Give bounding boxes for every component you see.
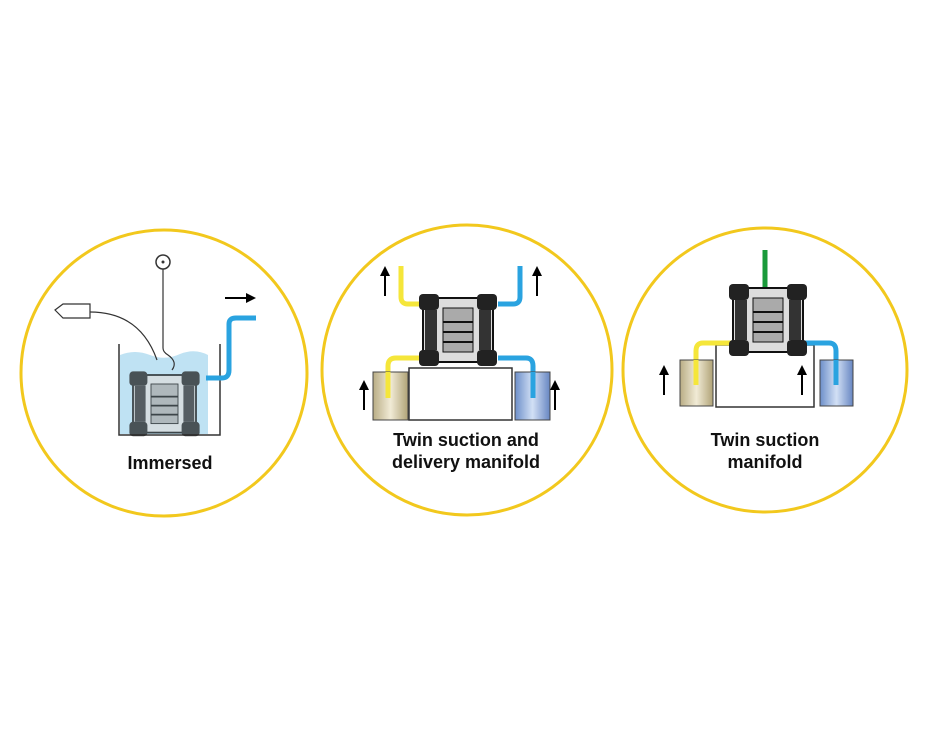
discharge-pipe — [206, 315, 256, 381]
panel-label-line-1: Twin suction and — [393, 430, 539, 450]
panel-twin-suction-delivery: Twin suction and delivery manifold — [320, 223, 614, 517]
platform — [408, 367, 513, 421]
panel-twin-suction: Twin suction manifold — [621, 226, 909, 514]
delivery-pipe-blue — [498, 266, 523, 307]
pump-icon — [128, 370, 201, 438]
panel-immersed: Immersed — [19, 228, 309, 518]
air-line — [162, 269, 175, 371]
pump-icon — [418, 293, 498, 367]
panel-label: Immersed — [127, 453, 212, 473]
pump-icon — [728, 283, 808, 357]
panel-label-line-1: Twin suction — [711, 430, 820, 450]
exhaust-hose — [89, 311, 158, 361]
muffler-icon — [54, 303, 91, 319]
suction-pipe-yellow — [385, 355, 420, 398]
delivery-pipe-yellow — [398, 266, 420, 307]
flow-arrow — [225, 293, 256, 303]
suction-pipe-blue — [498, 355, 536, 398]
suction-pipe-yellow — [693, 340, 734, 385]
panel-label-line-2: delivery manifold — [392, 452, 540, 472]
suction-pipe-blue — [796, 340, 839, 385]
tank — [118, 344, 221, 436]
panel-label-line-2: manifold — [728, 452, 803, 472]
